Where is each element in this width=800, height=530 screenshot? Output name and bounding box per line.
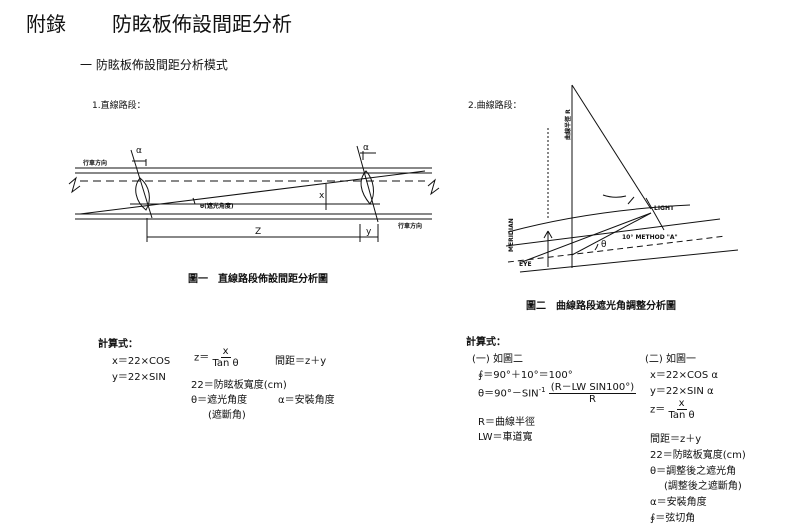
calc-right-x-eq: x＝22×COS α — [650, 370, 718, 381]
meridian-label: MERIDIAN — [508, 218, 515, 252]
figure-2-caption: 圖二 曲線路段遮光角調整分析圖 — [526, 301, 676, 312]
y-label: y — [366, 227, 372, 237]
light-label: LIGHT — [654, 205, 675, 212]
calc-left-heading: 計算式： — [98, 339, 138, 350]
section-heading: 一 防眩板佈設間距分析模式 — [80, 58, 228, 72]
theta-numerator: (R－LW SIN100°) — [548, 382, 637, 394]
direction-bottom: 行車方向 — [398, 223, 423, 230]
theta-label: θ — [601, 240, 607, 250]
z2-lhs: z＝ — [650, 404, 666, 416]
z-fraction: x Tan θ — [212, 346, 238, 369]
z2-fraction: x Tan θ — [668, 398, 694, 421]
calc-right-spacing: 間距＝z＋y — [650, 434, 702, 445]
z2-numerator: x — [676, 398, 687, 410]
calc-right-fig2: (一) 如圖二 — [472, 354, 523, 365]
x-label: x — [319, 191, 325, 201]
straight-label: 1.直線路段： — [92, 101, 146, 111]
calc-left-x-eq: x＝22×COS — [112, 356, 171, 367]
calc-left-alpha: α＝安裝角度 — [278, 395, 335, 406]
alpha-left: α — [136, 146, 142, 156]
calc-right-alpha: α＝安裝角度 — [650, 497, 707, 508]
z-lhs: z＝ — [194, 352, 210, 364]
calc-left-width: 22＝防眩板寬度(cm) — [191, 380, 287, 391]
calc-right-theta-eq: θ＝90°－SIN-1 (R－LW SIN100°) R — [478, 382, 637, 405]
theta-sup: -1 — [538, 386, 546, 395]
theta-fraction: (R－LW SIN100°) R — [548, 382, 637, 405]
curve-label: 2.曲線路段： — [468, 101, 522, 111]
z-denominator: Tan θ — [212, 358, 239, 369]
calc-right-z-eq: z＝ x Tan θ — [650, 398, 695, 421]
theta-note: θ(遮光角度) — [200, 203, 234, 210]
calc-left-theta-alt: (遮斷角) — [208, 410, 246, 421]
z-label: Z — [255, 227, 262, 237]
calc-right-phi-eq: ∮＝90°＋10°＝100° — [478, 370, 573, 381]
z2-denominator: Tan θ — [668, 410, 695, 421]
calc-left-y-eq: y＝22×SIN — [112, 372, 166, 383]
calc-right-phi: ∮＝弦切角 — [650, 513, 696, 524]
method-label: 10° METHOD "A" — [622, 234, 678, 241]
theta-denominator: R — [588, 394, 596, 405]
calc-right-y-eq: y＝22×SIN α — [650, 386, 714, 397]
calc-right-heading: 計算式： — [466, 337, 506, 348]
calc-right-theta: θ＝調整後之遮光角 — [650, 466, 737, 477]
direction-top: 行車方向 — [83, 160, 108, 167]
alpha-right: α — [363, 143, 369, 153]
calc-left-z-eq: z＝ x Tan θ — [194, 346, 239, 369]
figure-1-caption: 圖一 直線路段佈設間距分析圖 — [188, 274, 328, 285]
page-title: 防眩板佈設間距分析 — [112, 12, 292, 36]
eye-label: EYE — [519, 261, 532, 268]
calc-right-lw-def: LW＝車道寬 — [478, 432, 533, 443]
calc-right-r-def: R＝曲線半徑 — [478, 417, 535, 428]
calc-left-spacing: 間距＝z＋y — [275, 356, 327, 367]
calc-right-width: 22＝防眩板寬度(cm) — [650, 450, 746, 461]
z-numerator: x — [220, 346, 231, 358]
calc-right-fig1: (二) 如圖一 — [645, 354, 696, 365]
calc-right-theta-alt: (調整後之遮斷角) — [664, 481, 742, 492]
calc-left-theta: θ＝遮光角度 — [191, 395, 248, 406]
appendix-label: 附錄 — [26, 12, 66, 36]
radius-label: 曲線半徑 R — [565, 109, 572, 140]
theta-lhs: θ＝90°－SIN — [478, 388, 539, 400]
